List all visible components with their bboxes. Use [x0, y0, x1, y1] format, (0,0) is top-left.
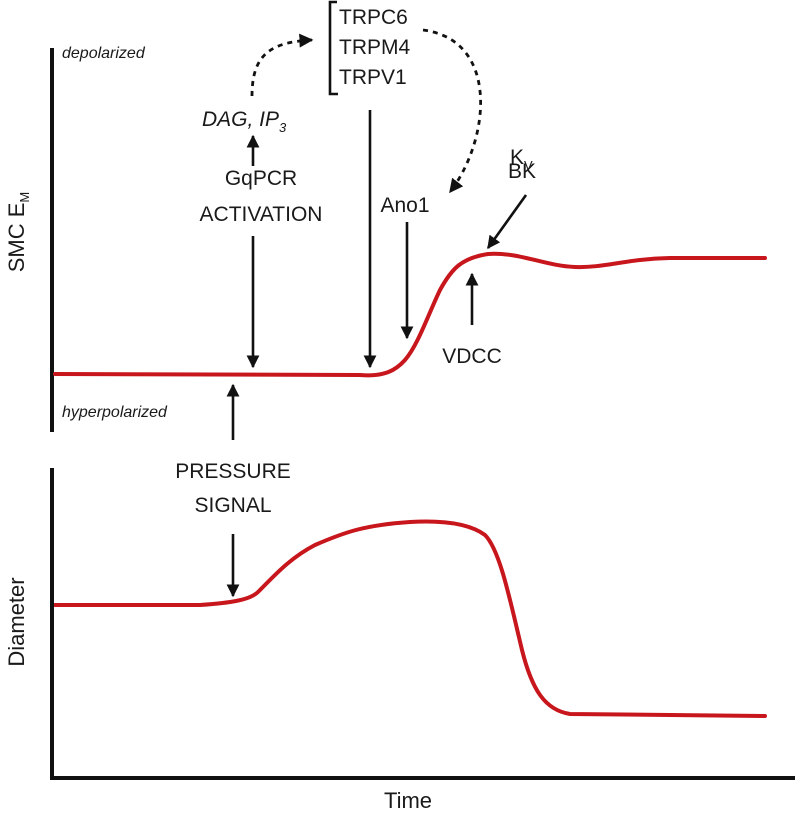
hyperpolarized-label: hyperpolarized: [62, 404, 168, 421]
kv-bk-arrow: [486, 194, 528, 250]
membrane-potential-trace: [53, 251, 767, 378]
gqpcr-activation-label-line1: GqPCR: [225, 167, 297, 190]
trp-channel-bracket: [328, 0, 338, 96]
bk-label: BK: [508, 160, 536, 183]
ano1-label: Ano1: [380, 194, 429, 217]
trp-channel-label-3: TRPV1: [339, 66, 407, 89]
trp-channel-label-2: TRPM4: [339, 36, 410, 59]
gqpcr-activation-label-line2: ACTIVATION: [200, 203, 323, 226]
time-axis-label: Time: [384, 788, 432, 813]
dag-ip3-label: DAG, IP3: [202, 108, 287, 135]
trp-to-ano1-dashed-arrow: [422, 28, 482, 194]
pressure-signal-label-line2: SIGNAL: [194, 494, 271, 517]
depolarized-label: depolarized: [62, 45, 146, 62]
trp-channel-label-1: TRPC6: [339, 6, 408, 29]
diameter-axis-label: Diameter: [4, 577, 29, 666]
pressure-signal-label-line1: PRESSURE: [175, 460, 291, 483]
vdcc-label: VDCC: [442, 345, 502, 368]
smc-em-axis-label: SMC EM: [4, 192, 32, 273]
kv-label: KV: [510, 146, 533, 173]
diameter-trace: [53, 519, 767, 718]
bottom-axes: [50, 468, 795, 780]
dag-to-trp-dashed-arrow: [250, 33, 314, 97]
